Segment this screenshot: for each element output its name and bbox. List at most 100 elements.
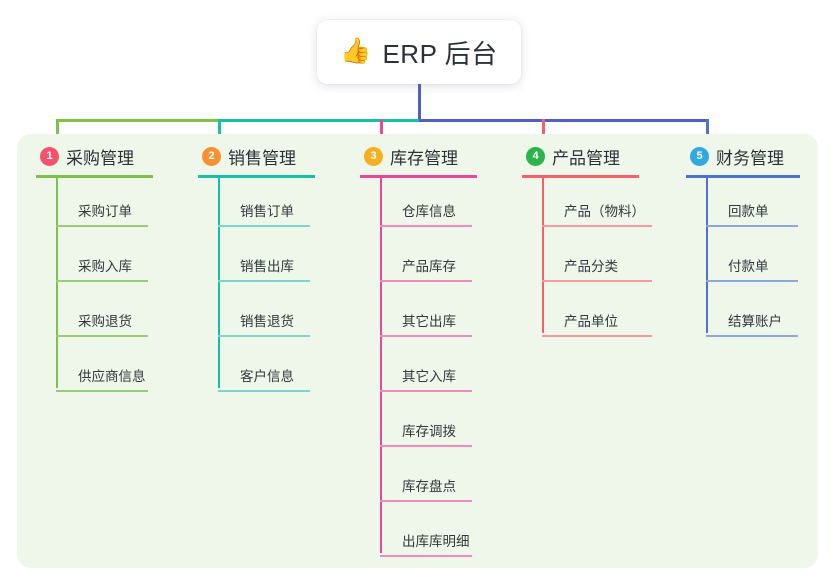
bus-segment-2 bbox=[218, 119, 422, 122]
drop-line-3 bbox=[380, 119, 383, 144]
branch-number-badge: 2 bbox=[202, 146, 221, 166]
leaf-item-label: 产品（物料） bbox=[564, 204, 645, 219]
leaf-item[interactable]: 供应商信息 bbox=[56, 365, 148, 392]
leaf-item-underline bbox=[542, 335, 652, 337]
bus-segment-3 bbox=[419, 119, 545, 122]
bus-segment-1 bbox=[56, 119, 221, 122]
leaf-item-label: 产品库存 bbox=[402, 259, 456, 274]
leaf-item[interactable]: 其它入库 bbox=[380, 365, 472, 392]
leaf-item[interactable]: 销售出库 bbox=[218, 255, 310, 282]
leaf-item-label: 销售退货 bbox=[240, 314, 294, 329]
leaf-item[interactable]: 库存盘点 bbox=[380, 475, 472, 502]
leaf-item-label: 结算账户 bbox=[728, 314, 782, 329]
leaf-item-underline bbox=[218, 225, 310, 227]
leaf-item[interactable]: 产品库存 bbox=[380, 255, 472, 282]
thumbs-up-icon: 👍 bbox=[340, 36, 372, 65]
leaf-item-label: 采购退货 bbox=[78, 314, 132, 329]
leaf-item-underline bbox=[380, 390, 472, 392]
leaf-item-underline bbox=[56, 225, 148, 227]
root-node-card[interactable]: 👍 ERP 后台 bbox=[317, 20, 521, 84]
leaf-item-label: 库存盘点 bbox=[402, 479, 456, 494]
leaf-item[interactable]: 结算账户 bbox=[706, 310, 798, 337]
leaf-item[interactable]: 出库库明细 bbox=[380, 530, 472, 557]
leaf-item-label: 产品分类 bbox=[564, 259, 618, 274]
branch-underline-1 bbox=[36, 175, 153, 178]
branch-underline-2 bbox=[198, 175, 315, 178]
branch-underline-3 bbox=[360, 175, 477, 178]
leaf-item-label: 供应商信息 bbox=[78, 369, 146, 384]
leaf-item-label: 仓库信息 bbox=[402, 204, 456, 219]
leaf-item[interactable]: 产品（物料） bbox=[542, 200, 652, 227]
leaf-item[interactable]: 付款单 bbox=[706, 255, 798, 282]
branch-title: 库存管理 bbox=[390, 148, 458, 168]
leaf-item-underline bbox=[56, 335, 148, 337]
leaf-item[interactable]: 销售订单 bbox=[218, 200, 310, 227]
branch-underline-5 bbox=[686, 175, 800, 178]
leaf-item-underline bbox=[706, 280, 798, 282]
leaf-item-label: 其它出库 bbox=[402, 314, 456, 329]
leaf-item-underline bbox=[380, 335, 472, 337]
root-stem-line bbox=[418, 84, 421, 122]
leaf-item-label: 采购订单 bbox=[78, 204, 132, 219]
leaf-item-underline bbox=[380, 500, 472, 502]
leaf-item[interactable]: 其它出库 bbox=[380, 310, 472, 337]
leaf-item-underline bbox=[56, 390, 148, 392]
leaf-item[interactable]: 产品单位 bbox=[542, 310, 652, 337]
leaf-item-underline bbox=[380, 555, 472, 557]
branch-underline-4 bbox=[522, 175, 639, 178]
leaf-item[interactable]: 产品分类 bbox=[542, 255, 652, 282]
bus-segment-4 bbox=[542, 119, 709, 122]
leaf-item-underline bbox=[380, 280, 472, 282]
leaf-item-label: 采购入库 bbox=[78, 259, 132, 274]
leaf-item-underline bbox=[56, 280, 148, 282]
branches-panel: 1 采购管理采购订单采购入库采购退货供应商信息 2 销售管理销售订单销售出库销售退货客… bbox=[17, 134, 818, 568]
leaf-item-underline bbox=[542, 225, 652, 227]
branch-spine-4 bbox=[542, 175, 544, 333]
leaf-item[interactable]: 回款单 bbox=[706, 200, 798, 227]
leaf-item-underline bbox=[380, 225, 472, 227]
leaf-item-underline bbox=[218, 335, 310, 337]
branch-header-4[interactable]: 4 产品管理 bbox=[522, 143, 620, 169]
leaf-item-label: 回款单 bbox=[728, 204, 769, 219]
root-node-title: ERP 后台 bbox=[382, 38, 498, 69]
branch-header-1[interactable]: 1 采购管理 bbox=[36, 143, 134, 169]
leaf-item-underline bbox=[380, 445, 472, 447]
leaf-item-underline bbox=[706, 225, 798, 227]
branch-title: 销售管理 bbox=[228, 148, 296, 168]
leaf-item-label: 销售订单 bbox=[240, 204, 294, 219]
branch-title: 采购管理 bbox=[66, 148, 134, 168]
branch-number-badge: 4 bbox=[526, 146, 545, 166]
leaf-item-underline bbox=[218, 390, 310, 392]
leaf-item-underline bbox=[542, 280, 652, 282]
leaf-item-label: 库存调拨 bbox=[402, 424, 456, 439]
branch-spine-5 bbox=[706, 175, 708, 333]
leaf-item-underline bbox=[706, 335, 798, 337]
leaf-item-label: 付款单 bbox=[728, 259, 769, 274]
leaf-item-label: 出库库明细 bbox=[402, 534, 470, 549]
branch-header-2[interactable]: 2 销售管理 bbox=[198, 143, 296, 169]
leaf-item[interactable]: 库存调拨 bbox=[380, 420, 472, 447]
drop-line-4 bbox=[542, 119, 545, 144]
branch-spine-3 bbox=[380, 175, 382, 553]
leaf-item[interactable]: 仓库信息 bbox=[380, 200, 472, 227]
branch-header-3[interactable]: 3 库存管理 bbox=[360, 143, 458, 169]
leaf-item[interactable]: 采购退货 bbox=[56, 310, 148, 337]
drop-line-1 bbox=[56, 119, 59, 144]
drop-line-5 bbox=[706, 119, 709, 144]
leaf-item[interactable]: 客户信息 bbox=[218, 365, 310, 392]
leaf-item[interactable]: 采购订单 bbox=[56, 200, 148, 227]
leaf-item[interactable]: 采购入库 bbox=[56, 255, 148, 282]
branch-header-5[interactable]: 5 财务管理 bbox=[686, 143, 784, 169]
branch-number-badge: 5 bbox=[690, 146, 709, 166]
branch-title: 财务管理 bbox=[716, 148, 784, 168]
drop-line-2 bbox=[218, 119, 221, 144]
leaf-item-label: 其它入库 bbox=[402, 369, 456, 384]
branch-title: 产品管理 bbox=[552, 148, 620, 168]
leaf-item[interactable]: 销售退货 bbox=[218, 310, 310, 337]
branch-number-badge: 3 bbox=[364, 146, 383, 166]
branch-number-badge: 1 bbox=[40, 146, 59, 166]
leaf-item-label: 销售出库 bbox=[240, 259, 294, 274]
leaf-item-underline bbox=[218, 280, 310, 282]
leaf-item-label: 产品单位 bbox=[564, 314, 618, 329]
